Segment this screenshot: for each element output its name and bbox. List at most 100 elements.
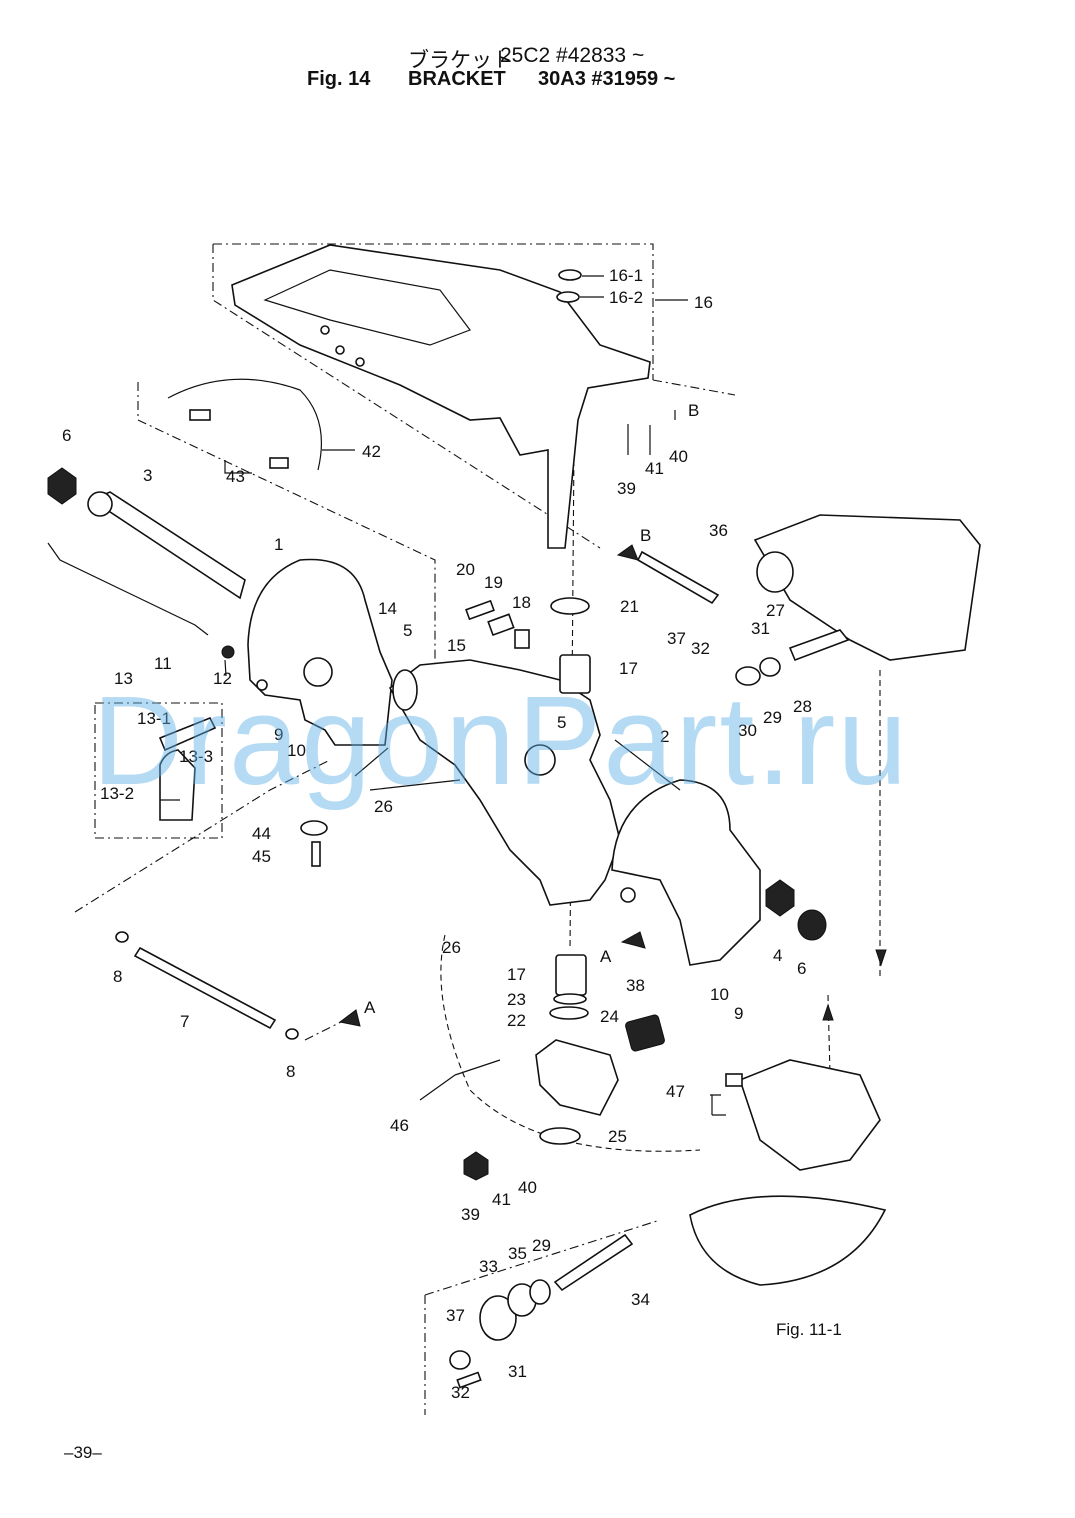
through-bolt-3 bbox=[90, 491, 246, 600]
washer-21 bbox=[550, 597, 590, 615]
reference-figure-label: Fig. 11-1 bbox=[776, 1320, 842, 1339]
nut-6-upper bbox=[47, 467, 77, 505]
callout-43: 43 bbox=[226, 467, 245, 486]
callout-22: 22 bbox=[507, 1011, 526, 1030]
collar-29-lower bbox=[529, 1279, 551, 1305]
leader-line-a bbox=[74, 759, 331, 913]
callout-37-lower: 37 bbox=[446, 1306, 465, 1325]
callout-25: 25 bbox=[608, 1127, 627, 1146]
callout-24: 24 bbox=[600, 1007, 619, 1026]
view-arrow-a-left bbox=[338, 1009, 361, 1027]
bolt-3-head bbox=[87, 491, 113, 517]
steering-bracket-24 bbox=[535, 1039, 619, 1116]
callout-10-lower: 10 bbox=[710, 985, 729, 1004]
lower-mount-housing bbox=[739, 1059, 881, 1171]
bushing-17-lower bbox=[555, 954, 587, 996]
spring-19 bbox=[487, 613, 515, 637]
callout-16-2: 16-2 bbox=[609, 288, 643, 307]
stern-bracket-mount bbox=[753, 514, 981, 661]
bolt-43-a bbox=[189, 409, 211, 421]
clamp-bracket-1 bbox=[247, 558, 393, 746]
washer-44 bbox=[300, 820, 328, 836]
callout-29-upper: 29 bbox=[763, 708, 782, 727]
callout-7: 7 bbox=[180, 1012, 189, 1031]
callout-47: 47 bbox=[666, 1082, 685, 1101]
upper-bracket-rib bbox=[263, 269, 471, 346]
callout-18: 18 bbox=[512, 593, 531, 612]
down-arrow bbox=[875, 949, 887, 967]
callout-36: 36 bbox=[709, 521, 728, 540]
callout-16: 16 bbox=[694, 293, 713, 312]
bolt-20 bbox=[465, 599, 495, 621]
washer-8-right bbox=[285, 1028, 299, 1040]
callout-32-lower: 32 bbox=[451, 1383, 470, 1402]
header-serial-code-1: 25C2 #42833 ~ bbox=[500, 44, 645, 67]
callout-12: 12 bbox=[213, 669, 232, 688]
callout-44: 44 bbox=[252, 824, 271, 843]
swivel-pivot bbox=[524, 744, 556, 776]
spring-13-1 bbox=[158, 716, 217, 752]
callout-41-lower: 41 bbox=[492, 1190, 511, 1209]
bolt-32-lower bbox=[456, 1371, 482, 1389]
leader-lines bbox=[160, 275, 726, 1116]
up-arrow bbox=[822, 1003, 834, 1021]
part-13-group-box bbox=[94, 702, 223, 839]
callout-39-lower: 39 bbox=[461, 1205, 480, 1224]
callout-23: 23 bbox=[507, 990, 526, 1009]
clamp-bracket-hole bbox=[256, 679, 268, 691]
header-figure-number: Fig. 14 bbox=[307, 68, 371, 90]
callout-29-lower: 29 bbox=[532, 1236, 551, 1255]
ground-wire-42 bbox=[167, 378, 323, 471]
washer-37-lower bbox=[449, 1350, 471, 1370]
callout-20: 20 bbox=[456, 560, 475, 579]
callout-13-1: 13-1 bbox=[137, 709, 171, 728]
wire-route-guide bbox=[440, 934, 701, 1152]
watermark-text: DragonPart.ru bbox=[92, 670, 910, 811]
callout-10-upper: 10 bbox=[287, 741, 306, 760]
lower-group-outline bbox=[424, 1219, 661, 1415]
washer-16-2 bbox=[556, 291, 580, 303]
anti-cavitation-plate bbox=[689, 1195, 887, 1286]
callout-46: 46 bbox=[390, 1116, 409, 1135]
callout-17-lower: 17 bbox=[507, 965, 526, 984]
bracket-hole bbox=[355, 357, 365, 367]
pad-13-2 bbox=[159, 749, 196, 821]
callout-42: 42 bbox=[362, 442, 381, 461]
callout-21: 21 bbox=[620, 597, 639, 616]
callout-35: 35 bbox=[508, 1244, 527, 1263]
callout-9-lower: 9 bbox=[734, 1004, 743, 1023]
bolt-45 bbox=[311, 841, 321, 867]
callout-5-upper: 5 bbox=[403, 621, 412, 640]
callout-39: 39 bbox=[617, 479, 636, 498]
bolt-47 bbox=[725, 1073, 743, 1087]
callout-4: 4 bbox=[773, 946, 782, 965]
pad-38 bbox=[625, 1014, 665, 1052]
callout-17-upper: 17 bbox=[619, 659, 638, 678]
callout-9-upper: 9 bbox=[274, 725, 283, 744]
header-english-title: BRACKET bbox=[408, 68, 506, 90]
callout-40-lower: 40 bbox=[518, 1178, 537, 1197]
callout-13-3: 13-3 bbox=[179, 747, 213, 766]
header-japanese-title: ブラケット bbox=[408, 49, 513, 72]
bracket-hole bbox=[335, 345, 345, 355]
collar-29 bbox=[759, 657, 781, 677]
upper-bracket-group-outline bbox=[212, 243, 736, 549]
callout-31-lower: 31 bbox=[508, 1362, 527, 1381]
leader-line-b bbox=[304, 1019, 346, 1041]
callout-1: 1 bbox=[274, 535, 283, 554]
mount-rubber-33 bbox=[479, 1295, 517, 1341]
callout-28: 28 bbox=[793, 697, 812, 716]
nut-39-lower bbox=[463, 1151, 489, 1181]
washer-22 bbox=[549, 1006, 589, 1020]
circlip-16-1 bbox=[558, 269, 582, 281]
stern-bracket-hole bbox=[620, 887, 636, 903]
callout-30: 30 bbox=[738, 721, 757, 740]
callout-2: 2 bbox=[660, 727, 669, 746]
clamp-bracket-pivot bbox=[303, 657, 333, 687]
callout-26-upper: 26 bbox=[374, 797, 393, 816]
callout-27: 27 bbox=[766, 601, 785, 620]
tilt-rod-11 bbox=[47, 542, 209, 636]
plate-18 bbox=[514, 629, 530, 649]
mount-rubber-27 bbox=[756, 551, 794, 593]
callout-41: 41 bbox=[645, 459, 664, 478]
